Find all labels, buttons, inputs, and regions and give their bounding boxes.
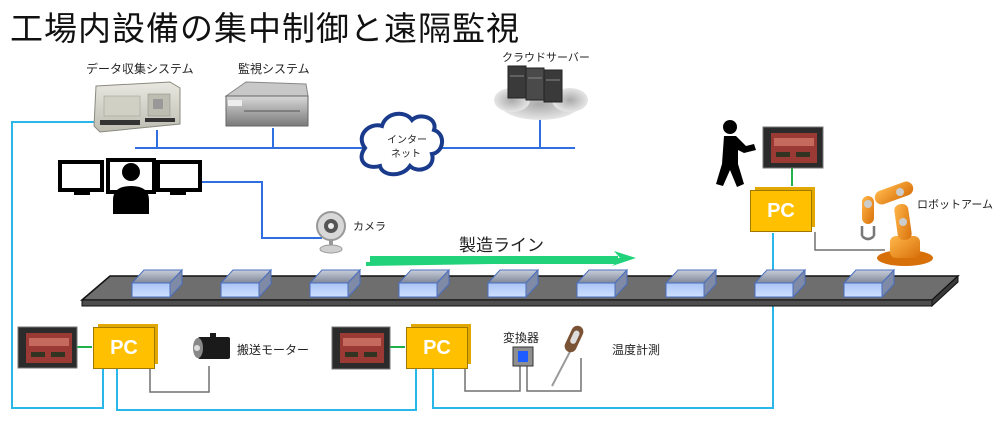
cloud-server[interactable] (494, 65, 588, 120)
hmi-links (77, 168, 793, 348)
device-wiring (149, 232, 885, 393)
converter-label: 変換器 (503, 331, 540, 345)
conveyor-item (575, 268, 629, 299)
operator-workstation-icon (58, 158, 202, 214)
hmi-panel-robot[interactable] (762, 126, 824, 169)
data-collection-label: データ収集システム (86, 62, 194, 76)
production-arrow-body (370, 256, 618, 264)
network-lines (135, 118, 575, 239)
conveyor-item (842, 268, 896, 299)
thermometer-icon[interactable] (551, 324, 585, 387)
transport-motor-label: 搬送モーター (237, 343, 310, 357)
pc-robot[interactable]: PC (750, 190, 812, 232)
conveyor-item (130, 268, 184, 299)
internet-cloud-icon (359, 111, 444, 177)
servo-motor-icon[interactable] (193, 333, 230, 359)
camera-icon[interactable] (316, 211, 346, 254)
walking-person-icon (716, 120, 756, 187)
conveyor-item (308, 268, 362, 299)
pc-temperature[interactable]: PC (406, 327, 468, 369)
camera-label: カメラ (353, 220, 386, 233)
monitoring-label: 監視システム (238, 62, 310, 76)
conveyor-item (486, 268, 540, 299)
conveyor-item (753, 268, 807, 299)
robot-arm-icon[interactable] (860, 180, 933, 266)
pc-motor[interactable]: PC (93, 327, 155, 369)
internet-label-line1: インター (387, 135, 427, 146)
robot-arm-label: ロボットアーム (917, 198, 994, 211)
conveyor-item (664, 268, 718, 299)
monitoring-server[interactable] (224, 81, 309, 127)
temperature-label: 温度計測 (612, 343, 661, 357)
conveyor-item (219, 268, 273, 299)
production-line-label: 製造ライン (459, 236, 544, 256)
conveyor-items (130, 268, 896, 299)
converter-icon[interactable] (512, 346, 534, 367)
hmi-panel-temperature[interactable] (331, 326, 391, 370)
conveyor-item (397, 268, 451, 299)
page-title: 工場内設備の集中制御と遠隔監視 (10, 9, 520, 48)
data-collection-server[interactable] (93, 81, 181, 133)
internet-label-line2: ネット (391, 149, 421, 160)
cloud-server-label: クラウドサーバー (502, 51, 590, 64)
hmi-panel-motor[interactable] (17, 326, 78, 369)
